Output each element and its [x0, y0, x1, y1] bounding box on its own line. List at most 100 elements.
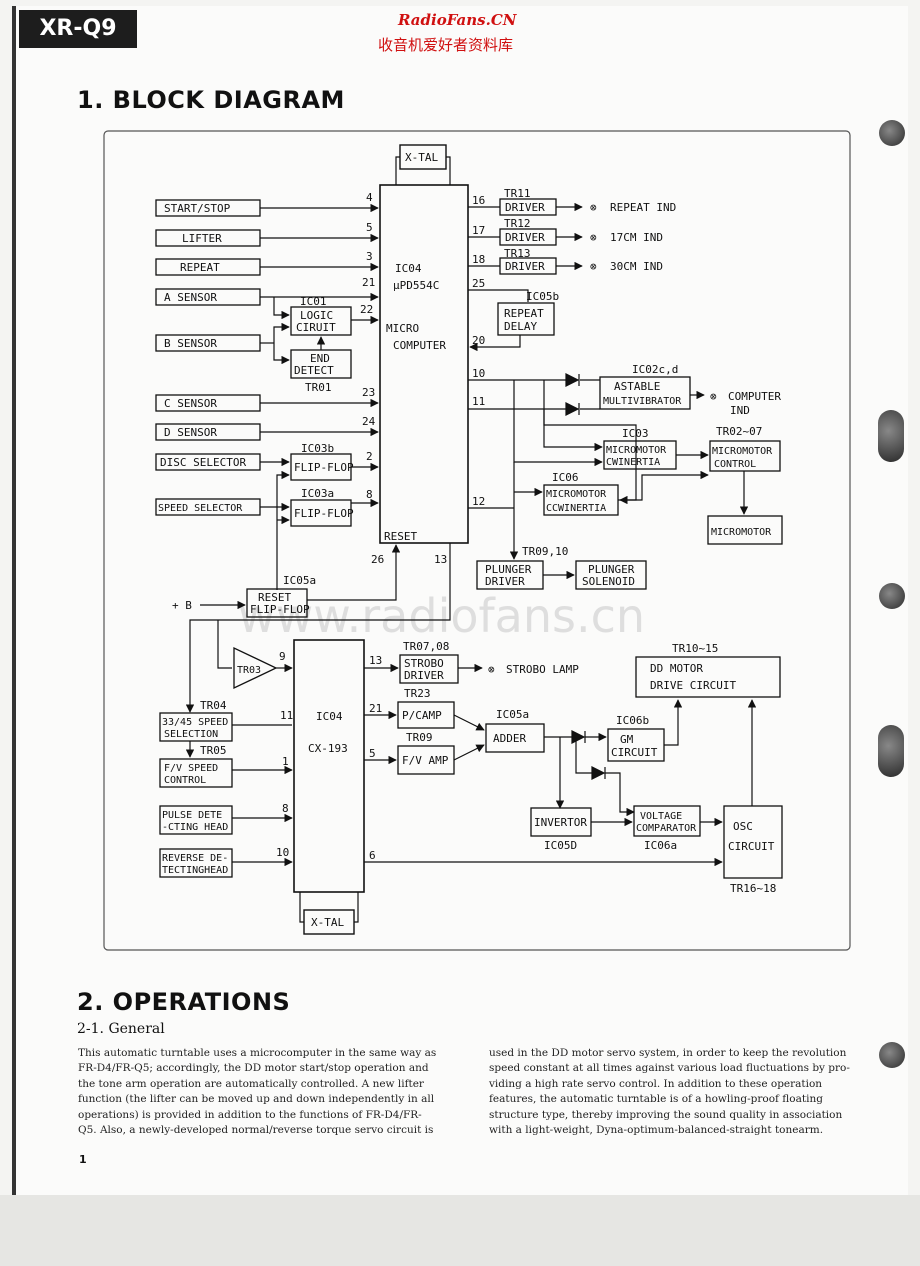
pin-13: 13 — [434, 553, 447, 566]
plunger-driver-label-1: PLUNGER — [485, 563, 532, 576]
wire — [605, 772, 635, 817]
pin-25: 25 — [472, 277, 485, 290]
wire — [453, 744, 485, 761]
section-title-block-diagram: 1. BLOCK DIAGRAM — [77, 86, 345, 114]
pulse-head-label-2: -CTING HEAD — [162, 822, 228, 833]
pin-11: 11 — [472, 395, 485, 408]
mmc-label-2: CONTROL — [714, 459, 756, 470]
ic02-label: IC02c,d — [632, 363, 678, 376]
osc-circuit-label: CIRCUIT — [728, 840, 775, 853]
wire — [513, 380, 603, 467]
repeat-delay-box — [497, 302, 555, 336]
subsection-title-general: 2-1. General — [77, 1021, 165, 1037]
micromotor-box — [707, 515, 783, 545]
tr23-label: TR23 — [404, 687, 431, 700]
c-sensor-label: C SENSOR — [164, 397, 217, 410]
reverse-head-box — [159, 848, 233, 878]
pin-12: 12 — [472, 495, 485, 508]
micromotor-control-box — [709, 440, 781, 472]
tr10-15-label: TR10~15 — [672, 642, 718, 655]
mm-cw-label-2: CWINERTIA — [606, 457, 660, 468]
ic05b-label: IC05b — [526, 290, 559, 303]
pin-17: 17 — [472, 224, 485, 237]
flip-flop-a-label: FLIP-FLOP — [294, 507, 354, 520]
wire — [307, 544, 401, 601]
tr09-10-label: TR09,10 — [522, 545, 568, 558]
d-sensor-label: D SENSOR — [164, 426, 217, 439]
astable-box — [599, 376, 691, 410]
gm-circuit-label: CIRCUIT — [611, 746, 658, 759]
page-sheet — [12, 6, 908, 1254]
ic06a-label: IC06a — [644, 839, 677, 852]
ind-30cm-label: 30CM IND — [610, 260, 663, 273]
tr03-label: TR03 — [237, 665, 261, 676]
reset-flip-flop-box — [246, 588, 308, 618]
plus-b-label: + B — [172, 599, 192, 612]
binder-hole-4 — [878, 725, 904, 777]
wire — [354, 892, 359, 923]
text-line: This automatic turntable uses a microcom… — [78, 1047, 437, 1059]
pin-8: 8 — [366, 488, 373, 501]
mmc-label-1: MICROMOTOR — [712, 446, 773, 457]
lifter-label: LIFTER — [182, 232, 222, 245]
multivibrator-label: MULTIVIBRATOR — [603, 396, 682, 407]
text-line: function (the lifter can be moved up and… — [78, 1093, 435, 1106]
diode-icon — [591, 766, 606, 780]
ind-label: IND — [730, 404, 750, 417]
wire — [618, 470, 709, 501]
pin-3: 3 — [366, 250, 373, 263]
tr05-label: TR05 — [200, 744, 227, 757]
dd-motor-label: DD MOTOR — [650, 662, 703, 675]
repeat-label: REPEAT — [180, 261, 220, 274]
tr02-07-label: TR02~07 — [716, 425, 762, 438]
wire — [273, 297, 290, 320]
tr09-label: TR09 — [406, 731, 433, 744]
computer-label: COMPUTER — [393, 339, 446, 352]
wire — [446, 156, 451, 185]
b-sensor-label: B SENSOR — [164, 337, 217, 350]
cx-pin-1: 1 — [282, 755, 289, 768]
wire — [299, 892, 304, 923]
binder-hole-1 — [879, 120, 905, 146]
pulse-head-label-1: PULSE DETE — [162, 810, 222, 821]
wire — [664, 699, 683, 746]
plunger-solenoid-box — [575, 560, 647, 590]
cx-pin-10: 10 — [276, 846, 289, 859]
logic-label: LOGIC — [300, 309, 333, 322]
wire — [453, 714, 485, 731]
text-line: the tone arm operation are automatically… — [78, 1077, 424, 1090]
pin-2: 2 — [366, 450, 373, 463]
circuit-label: CIRUIT — [296, 321, 336, 334]
voltage-label: VOLTAGE — [640, 811, 682, 822]
cx-pin-8: 8 — [282, 802, 289, 815]
driver-3-label: DRIVER — [505, 260, 545, 273]
cx-pin-6: 6 — [369, 849, 376, 862]
plunger-driver-label-2: DRIVER — [485, 575, 525, 588]
wire — [469, 335, 521, 352]
ic03b-label: IC03b — [301, 442, 334, 455]
speed-selection-label-1: 33/45 SPEED — [162, 717, 228, 728]
lamp-icon: ⊗ — [590, 231, 597, 244]
logic-circuit-box — [290, 306, 352, 336]
ic05a-label: IC05a — [496, 708, 529, 721]
speed-selection-label-2: SELECTION — [164, 729, 218, 740]
cx-pin-5: 5 — [369, 747, 376, 760]
wire — [468, 289, 529, 302]
speed-selection-box — [159, 712, 233, 742]
adder-label: ADDER — [493, 732, 526, 745]
flip-flop-b-label: FLIP-FLOP — [294, 461, 354, 474]
lamp-icon: ⊗ — [590, 260, 597, 273]
a-sensor-label: A SENSOR — [164, 291, 217, 304]
text-line: with a light-weight, Dyna-optimum-balanc… — [489, 1124, 824, 1137]
lamp-icon: ⊗ — [590, 201, 597, 214]
strobo-driver-label-1: STROBO — [404, 657, 444, 670]
repeat-ind-label: REPEAT IND — [610, 201, 676, 214]
dd-motor-drive-box — [635, 656, 781, 698]
tr04-label: TR04 — [200, 699, 227, 712]
repeat-delay-label-2: DELAY — [504, 320, 537, 333]
diagram-frame — [103, 130, 851, 951]
xtal-bottom-label: X-TAL — [311, 916, 344, 929]
text-line: speed constant at all times against vari… — [489, 1062, 850, 1075]
diode-icon — [565, 373, 580, 387]
wire — [276, 470, 290, 590]
